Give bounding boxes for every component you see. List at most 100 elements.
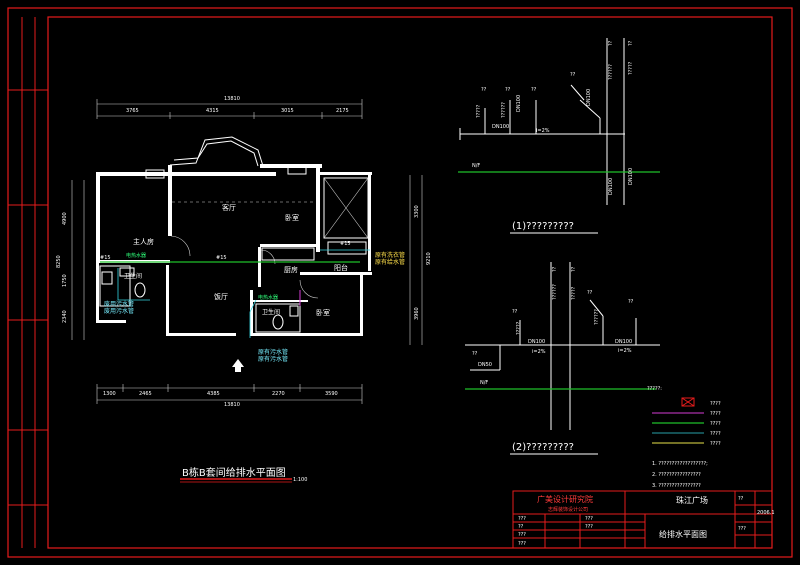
note-7: 原有污水管 [258, 348, 288, 356]
axo2-q2: ?? [512, 309, 518, 315]
drawing-frame [47, 16, 773, 549]
bottom-dim-2: 2465 [139, 391, 152, 397]
legend-title: ?????: [647, 386, 662, 392]
axo1-pipe-6: DN100 [628, 168, 634, 185]
top-dim-2: 4315 [206, 108, 219, 114]
axo1-q9: ????? [476, 104, 482, 118]
right-dim-total: 9210 [426, 252, 432, 265]
axo2-pipe-2: i=2% [532, 349, 546, 355]
axo2-q1: ?? [472, 351, 478, 357]
floor-plan: 13810 3765 4315 3015 2175 4900 1750 2340… [56, 96, 432, 483]
legend-item-3: ???? [710, 421, 721, 427]
tb-small-6: ??? [585, 524, 593, 530]
legend-item-5: ???? [710, 441, 721, 447]
axo1-pipe-1: DN100 [492, 124, 509, 130]
legend: ?????: ???? ???? ???? ???? ???? [647, 386, 721, 447]
bottom-dim-5: 3590 [325, 391, 338, 397]
axo2-pipe-1: DN100 [528, 339, 545, 345]
axo1-q4: ?? [570, 72, 576, 78]
tb-small-5: ??? [585, 516, 593, 522]
left-dim-1: 4900 [62, 212, 68, 225]
notes: 1. ??????????????????; 2. ??????????????… [652, 461, 708, 489]
room-bath1: 卫生间 [124, 272, 142, 280]
mark-2: #15 [100, 255, 111, 261]
room-bedroom: 卧室 [285, 213, 299, 222]
note-line-3: 3. ???????????????? [652, 483, 701, 489]
note-8: 原有污水管 [258, 355, 288, 363]
axo2-pipe-5: i=2% [618, 348, 632, 354]
axo1-q3: ?? [531, 87, 537, 93]
bottom-dim-4: 2270 [272, 391, 285, 397]
room-bedroom2: 卧室 [316, 308, 330, 317]
plan-title: B栋B套间给排水平面图 [182, 466, 286, 479]
axonometric-2: N/F DN100 i=2% DN50 DN100 i=2% ?? ?? ?? … [465, 262, 660, 455]
sheet-number: 2006.1 [757, 510, 775, 516]
note-line-2: 2. ???????????????? [652, 472, 701, 478]
axo1-q2: ?? [505, 87, 511, 93]
axo2-q10: ????? [516, 321, 522, 335]
axo2-nf: N/F [480, 380, 488, 386]
legend-item-2: ???? [710, 411, 721, 417]
top-dim-3: 3015 [281, 108, 294, 114]
room-kitchen: 厨房 [284, 265, 298, 274]
note-4: 原有洗衣管 [375, 251, 405, 259]
room-balcony: 阳台 [334, 263, 348, 272]
mark-3: #15 [340, 241, 351, 247]
axo1-pipe-4: DN100 [516, 95, 522, 112]
axo2-q6: ?? [571, 266, 577, 272]
axo2-q4: ?? [628, 299, 634, 305]
axo2-pipe-4: DN100 [615, 339, 632, 345]
right-dim-1: 3300 [414, 205, 420, 218]
tb-small-8: ??? [738, 526, 746, 532]
axo2-q8: ????? [571, 286, 577, 300]
axo1-q7: ?????? [608, 64, 614, 80]
top-dim-1: 3765 [126, 108, 139, 114]
room-master: 主人房 [133, 237, 154, 246]
sheet-border [7, 7, 793, 558]
axo2-q3: ?? [587, 290, 593, 296]
project-name: 珠江广场 [676, 495, 708, 505]
mark-1: #15 [216, 255, 227, 261]
axo2-pipe-3: DN50 [478, 362, 492, 368]
axo1-caption: (1)????????? [512, 221, 574, 232]
axo1-pipe-2: i=2% [536, 128, 550, 134]
axo1-q6: ?? [628, 40, 634, 46]
company-sub: 志辉装饰设计公司 [548, 506, 588, 513]
top-dim-total: 13810 [224, 96, 240, 102]
axo2-q5: ?? [552, 266, 558, 272]
axonometric-1: N/F DN100 i=2% DN100 DN100 DN100 DN100 ?… [458, 38, 660, 234]
room-dining: 饭厅 [214, 292, 228, 301]
tb-small-3: ??? [518, 532, 526, 538]
left-title-strip [8, 17, 48, 548]
right-dim-2: 3960 [414, 307, 420, 320]
axo2-q9: ?????? [594, 309, 600, 325]
north-arrow-icon [232, 359, 244, 372]
note-6: 电热水器 [258, 294, 278, 301]
bottom-dim-1: 1300 [103, 391, 116, 397]
axo1-q8: ????? [628, 61, 634, 75]
legend-symbol-icon [681, 397, 695, 407]
left-dim-3: 2340 [62, 310, 68, 323]
tb-small-1: ??? [518, 516, 526, 522]
top-dim-4: 2175 [336, 108, 349, 114]
title-block: 广美设计研究院 志辉装饰设计公司 珠江广场 给排水平面图 2006.1 ??? … [512, 490, 775, 549]
note-5: 原有给水管 [375, 258, 405, 266]
legend-item-4: ???? [710, 431, 721, 437]
left-dim-2: 1750 [62, 274, 68, 287]
left-dim-total: 8250 [56, 255, 62, 268]
room-living: 客厅 [222, 203, 236, 212]
note-3: 废用污水管 [104, 307, 134, 315]
legend-item-1: ???? [710, 401, 721, 407]
axo1-q1: ?? [481, 87, 487, 93]
plan-scale: 1:100 [293, 477, 307, 483]
note-line-1: 1. ??????????????????; [652, 461, 708, 467]
axo2-caption: (2)????????? [512, 442, 574, 453]
axo1-q10: ?????? [501, 102, 507, 118]
axo1-nf: N/F [472, 163, 480, 169]
axo1-q5: ?? [608, 40, 614, 46]
tb-small-7: ?? [738, 496, 744, 502]
tb-small-2: ?? [518, 524, 524, 530]
note-1: 电热水器 [126, 252, 146, 259]
note-2: 废用污水管 [104, 300, 134, 308]
